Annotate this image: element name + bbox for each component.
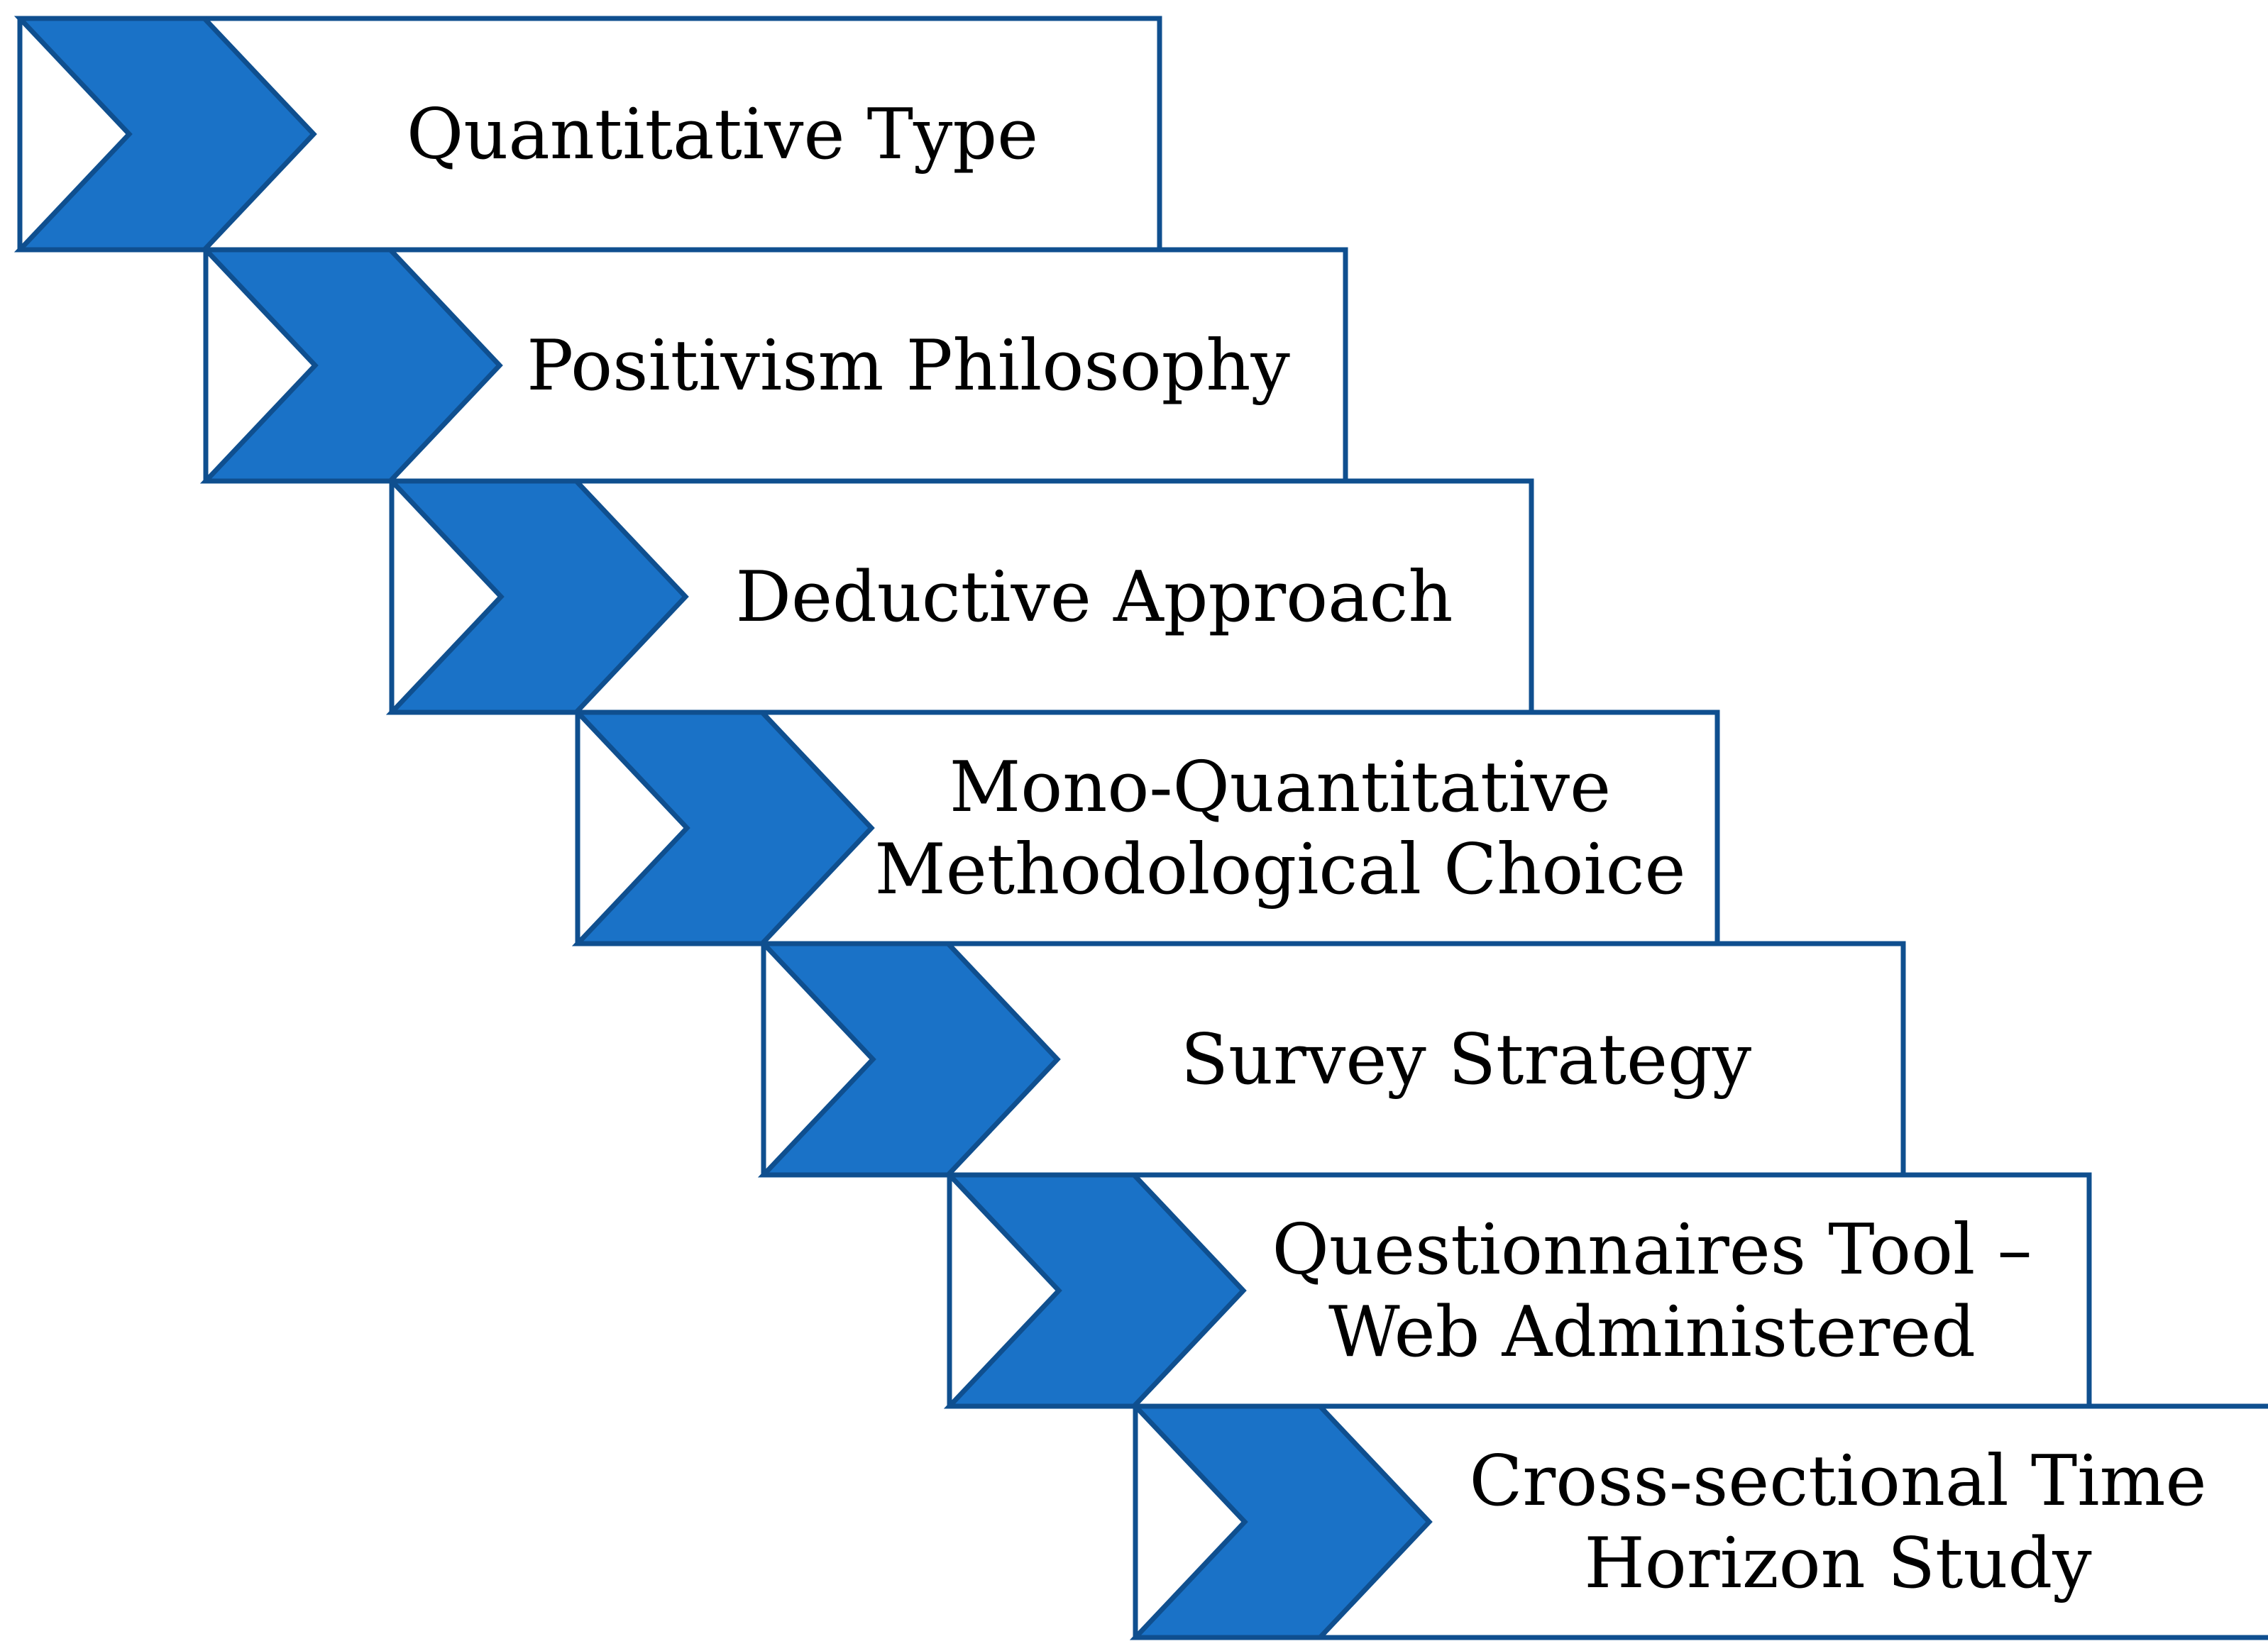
step-label-3-line-1: Deductive Approach (735, 557, 1453, 638)
step-label-1-line-1: Quantitative Type (407, 94, 1038, 175)
step-label-4-line-1: Mono-Quantitative (949, 747, 1611, 828)
step-label-2-line-1: Positivism Philosophy (527, 326, 1290, 407)
step-label-4-line-2: Methodological Choice (874, 829, 1685, 910)
step-label-5-line-1: Survey Strategy (1181, 1020, 1752, 1100)
step-label-7-line-1: Cross-sectional Time (1469, 1441, 2206, 1522)
step-label-6-line-1: Questionnaires Tool – (1272, 1210, 2032, 1291)
step-label-7-line-2: Horizon Study (1584, 1523, 2092, 1604)
chevrons-layer (13, 16, 1433, 1640)
step-label-6-line-2: Web Administered (1328, 1292, 1976, 1373)
chevron-arrow-icon-7 (1129, 1403, 1433, 1640)
